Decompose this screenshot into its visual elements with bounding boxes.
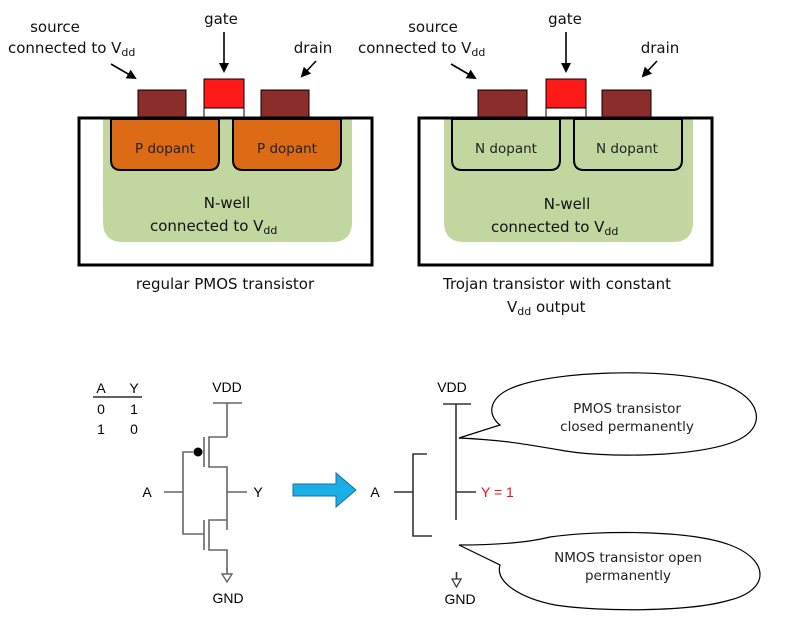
input-a-label: A [142,484,152,500]
callout-top-line2: closed permanently [560,419,694,435]
input-a-label: A [370,484,380,500]
well-label: N-well [204,194,250,212]
source-label: source [408,18,458,36]
vdd-label: VDD [437,379,467,395]
truth-cell: 0 [97,401,105,417]
pmos-caption: regular PMOS transistor [136,275,315,293]
nmos-callout: NMOS transistor open permanently [458,531,761,611]
p-dopant-right [232,118,342,171]
source-sub-label: connected to Vdd [358,39,485,59]
truth-table: A Y 0 1 1 0 [93,380,142,437]
callout-bubble [458,372,757,456]
callout-bubble [458,531,761,611]
left-dopant-label: P dopant [135,141,195,157]
left-dopant-label: N dopant [475,141,537,157]
p-dopant-left [110,118,220,171]
vdd-label: VDD [212,379,242,395]
well-sub-label: connected to Vdd [150,217,277,237]
well-sub-label: connected to Vdd [491,218,618,238]
n-dopant-left [451,118,561,171]
gate-oxide [545,107,587,118]
drain-arrow-icon [300,60,317,78]
truth-cell: 1 [97,421,105,437]
ground-icon [450,578,463,589]
source-sub-label: connected to Vdd [8,39,135,59]
n-dopant-right [573,118,683,171]
ground-icon [220,573,234,584]
gnd-label: GND [444,591,475,607]
output-y-equals-1: Y = 1 [481,484,514,500]
drain-label: drain [641,39,680,57]
right-dopant-label: P dopant [257,141,317,157]
drain-contact [260,89,310,118]
pmos-cross-section: source connected to Vdd gate drain P dop… [8,10,374,293]
right-dopant-label: N dopant [596,141,658,157]
gate-label: gate [204,10,238,28]
drain-label: drain [294,39,333,57]
truth-cell: 1 [130,401,138,417]
right-arrow-icon [292,471,357,509]
well-label: N-well [544,195,590,213]
trojan-schematic: VDD Y = 1 A GND PMOS transistor closed p… [370,372,761,611]
gate-poly [545,78,587,109]
cmos-inverter-schematic: VDD A Y GND [142,379,263,606]
callout-bottom-line2: permanently [585,568,671,584]
source-label: source [30,18,80,36]
gate-label: gate [548,10,582,28]
pmos-callout: PMOS transistor closed permanently [458,372,757,456]
drain-arrow-icon [641,60,658,78]
truth-header-y: Y [129,380,139,396]
callout-bottom-line1: NMOS transistor open [554,550,702,566]
source-arrow-icon [110,63,137,80]
source-contact [477,89,528,118]
output-y-label: Y [253,484,263,500]
trojan-cross-section: source connected to Vdd gate drain N dop… [358,10,714,318]
gate-oxide [203,107,245,118]
gate-poly [203,78,245,109]
drain-contact [601,89,652,118]
truth-cell: 0 [130,421,138,437]
trojan-caption-line2: Vdd output [507,298,586,318]
pmos-bubble-icon [193,447,203,457]
trojan-caption-line1: Trojan transistor with constant [442,275,671,293]
source-contact [137,89,187,118]
gnd-label: GND [212,590,243,606]
source-arrow-icon [450,63,477,80]
truth-header-a: A [96,380,106,396]
callout-top-line1: PMOS transistor [573,401,681,417]
